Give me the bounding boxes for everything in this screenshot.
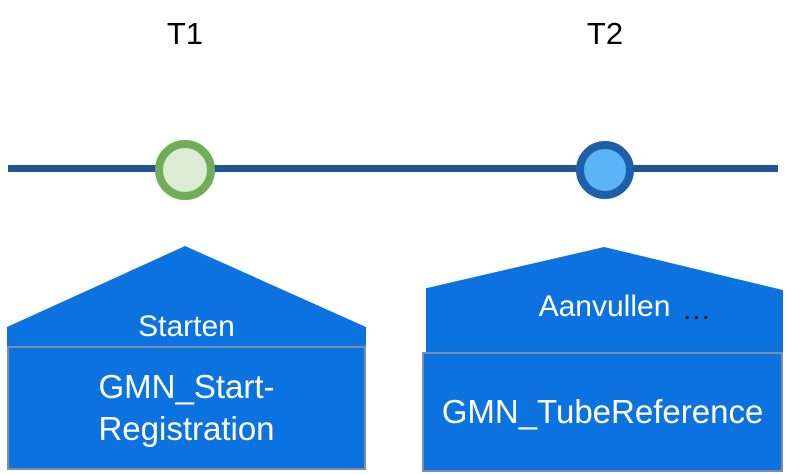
time-point-label-t2: T2 bbox=[586, 16, 624, 51]
green-circle-marker[interactable] bbox=[155, 140, 215, 200]
event-banner-label-t1: Starten bbox=[138, 310, 235, 343]
event-banner-t1[interactable]: Starten bbox=[7, 246, 366, 352]
blue-circle-marker[interactable] bbox=[576, 141, 634, 199]
timeline-axis bbox=[8, 165, 778, 172]
object-box-t2[interactable]: GMN_TubeReference bbox=[422, 352, 783, 472]
event-banner-label-t2: Aanvullen bbox=[538, 290, 671, 323]
time-point-label-t1: T1 bbox=[166, 16, 204, 51]
object-box-t1[interactable]: GMN_Start-Registration bbox=[7, 346, 366, 470]
event-banner-t2[interactable]: Aanvullen bbox=[426, 247, 783, 354]
object-box-label-t1: GMN_Start-Registration bbox=[98, 368, 275, 447]
event-banner-ellipsis-t2: ... bbox=[683, 293, 712, 326]
object-box-label-t2: GMN_TubeReference bbox=[441, 393, 764, 430]
